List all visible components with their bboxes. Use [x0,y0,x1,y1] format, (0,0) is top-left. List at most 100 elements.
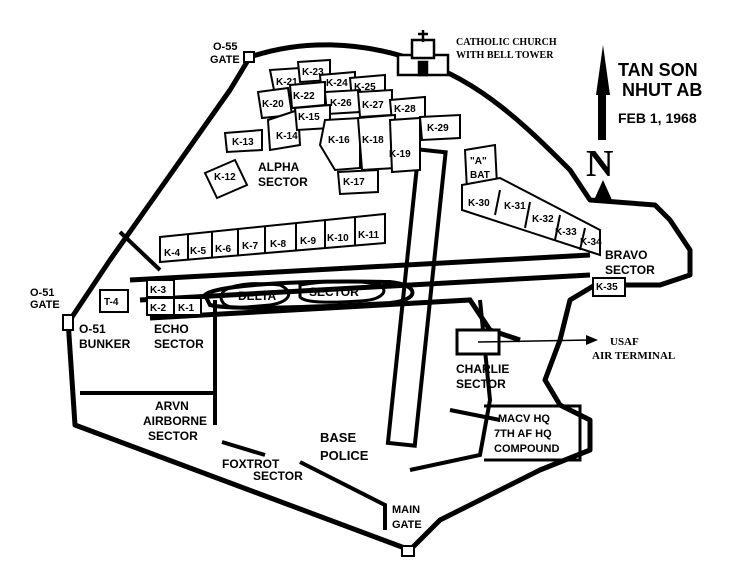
revetment-k-30: K-30 [468,198,490,209]
revetment-k-29: K-29 [427,123,449,134]
base-perimeter [65,42,693,553]
svg-text:7TH AF HQ: 7TH AF HQ [494,428,552,440]
alpha-line2: SECTOR [258,175,308,189]
police-line1: BASE [320,430,356,445]
revetment-k-7: K-7 [242,241,259,252]
svg-text:O-51: O-51 [30,287,54,299]
gate-main-line1: MAIN [392,504,420,516]
macv-line2: 7TH AF HQ [494,428,552,440]
macv-line3: COMPOUND [494,443,559,455]
revetment-k-34: K-34 [580,237,602,248]
svg-text:SECTOR: SECTOR [258,175,308,189]
svg-text:FOXTROT: FOXTROT [222,457,280,471]
revetment-t-4: T-4 [104,297,119,308]
terminal-line2: AIR TERMINAL [592,350,675,362]
revetment-k-31: K-31 [504,201,526,212]
macv-line1: MACV HQ [498,413,550,425]
svg-text:ECHO: ECHO [154,322,189,336]
revetment-k-32: K-32 [532,214,554,225]
svg-text:CHARLIE: CHARLIE [456,362,509,376]
battery-line1: "A" [470,156,487,167]
title-line2: NHUT AB [622,80,702,100]
svg-text:SECTOR: SECTOR [253,469,303,483]
svg-text:MAIN: MAIN [392,504,420,516]
gate-o55-line1: O-55 [213,41,237,53]
delta-label: DELTA [238,289,277,303]
svg-text:GATE: GATE [30,299,60,311]
svg-text:ARVN: ARVN [155,399,189,413]
revetment-k-4: K-4 [164,248,181,259]
svg-text:BAT: BAT [470,170,490,181]
revetment-k-35: K-35 [596,282,618,293]
macv-compound-outline [484,404,582,462]
revetment-row [159,212,386,264]
foxtrot-line2: SECTOR [253,469,303,483]
echo-line1: ECHO [154,322,189,336]
revetment-k-27: K-27 [362,100,384,111]
gate-o55-line2: GATE [210,54,240,66]
svg-text:COMPOUND: COMPOUND [494,443,559,455]
svg-text:GATE: GATE [392,519,422,531]
revetment-k-33: K-33 [555,227,577,238]
revetment-k-11: K-11 [358,230,380,241]
revetment-k-12: K-12 [214,172,236,183]
bunker-line2: BUNKER [79,337,131,351]
gate-o55-marker [243,51,255,63]
west-revetments [99,277,626,316]
revetment-k-20: K-20 [262,99,284,110]
svg-text:DELTA: DELTA [238,289,277,303]
revetment-k-24: K-24 [326,78,348,89]
revetment-k-3: K-3 [150,285,167,296]
svg-text:WITH BELL TOWER: WITH BELL TOWER [456,50,554,61]
revetment-k-23: K-23 [302,67,324,78]
revetment-k-25: K-25 [354,82,376,93]
svg-text:MACV HQ: MACV HQ [498,413,550,425]
svg-text:O-55: O-55 [213,41,237,53]
revetment-k-15: K-15 [298,112,320,123]
north-revetments [203,58,601,257]
svg-text:AIR TERMINAL: AIR TERMINAL [592,350,675,362]
arvn-line1: ARVN [155,399,189,413]
revetment-k-8: K-8 [270,239,287,250]
gate-main-marker [401,545,415,557]
terminal-pointer [477,339,591,343]
svg-text:AIRBORNE: AIRBORNE [143,414,207,428]
alpha-line1: ALPHA [258,160,300,174]
gate-o51-line1: O-51 [30,287,54,299]
foxtrot-line1: FOXTROT [222,457,280,471]
church-line1: CATHOLIC CHURCH [456,37,557,48]
delta-sector-label: SECTOR [309,285,359,299]
arvn-line3: SECTOR [148,429,198,443]
bunker-line1: O-51 [79,322,106,336]
revetment-k-6: K-6 [215,244,232,255]
svg-text:ALPHA: ALPHA [258,160,300,174]
revetment-k-17: K-17 [343,177,365,188]
svg-text:BRAVO: BRAVO [605,248,647,262]
revetment-k-13: K-13 [232,137,254,148]
svg-text:SECTOR: SECTOR [456,377,506,391]
revetment-k-16: K-16 [328,135,350,146]
gate-main-line2: GATE [392,519,422,531]
internal-roads [80,230,501,530]
revetment-k-19: K-19 [389,149,411,160]
terminal-arrowhead [586,335,598,345]
revetment-k-18: K-18 [362,135,384,146]
revetment-k-26: K-26 [330,98,352,109]
bravo-line1: BRAVO [605,248,647,262]
charlie-line2: SECTOR [456,377,506,391]
svg-text:BUNKER: BUNKER [79,337,131,351]
north-arrow-icon [594,45,612,200]
svg-text:SECTOR: SECTOR [605,263,655,277]
svg-text:POLICE: POLICE [320,448,369,463]
gate-o51-marker [62,314,74,331]
charlie-line1: CHARLIE [456,362,509,376]
revetment-k-14: K-14 [276,131,298,142]
runway-ew [129,252,591,343]
svg-text:FEB 1, 1968: FEB 1, 1968 [618,110,697,126]
revetment-k-21: K-21 [276,77,298,88]
revetment-k-22: K-22 [293,91,315,102]
svg-text:SECTOR: SECTOR [309,285,359,299]
